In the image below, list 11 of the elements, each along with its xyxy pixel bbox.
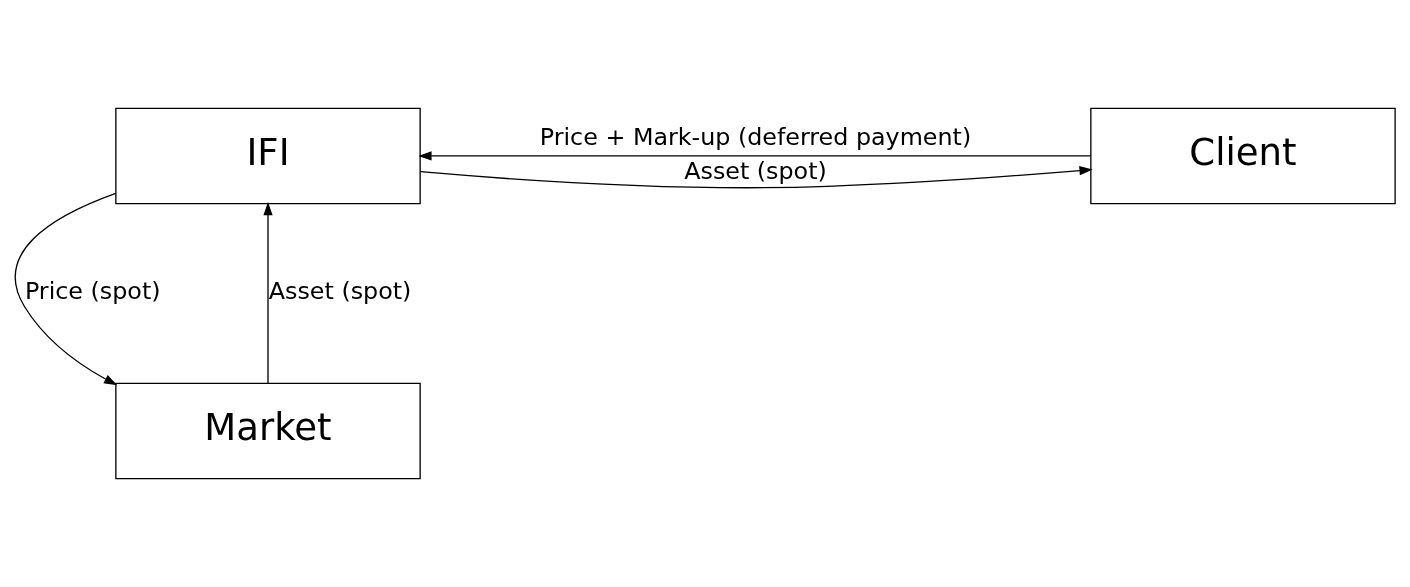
edge-label: Asset (spot) <box>268 277 412 306</box>
node-box: Client <box>1090 107 1396 205</box>
node-box: IFI <box>115 107 421 205</box>
arrow <box>419 166 1093 189</box>
edge-label: Price (spot) <box>24 277 161 306</box>
arrow <box>263 202 273 384</box>
edge-label: Price + Mark-up (deferred payment) <box>539 122 972 151</box>
node-box: Market <box>115 382 421 480</box>
edge-label: Asset (spot) <box>684 156 827 185</box>
arrow <box>418 151 1092 161</box>
arrow <box>14 192 118 386</box>
